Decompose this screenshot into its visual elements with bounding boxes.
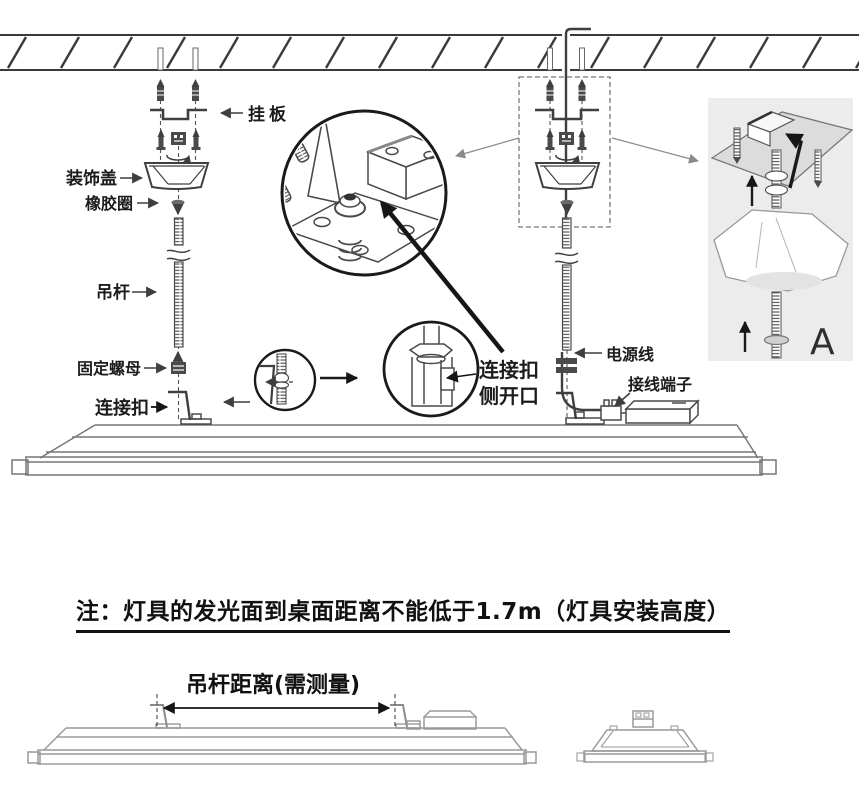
panel-a-screws <box>733 127 822 188</box>
driver-box <box>624 399 700 425</box>
panel-a-rod-upper <box>764 149 789 209</box>
magnify-thick-arrow <box>379 200 505 354</box>
hanging-plate <box>150 108 207 121</box>
rubber-ring-right <box>560 199 574 206</box>
suspension-rod-label: 吊杆 <box>96 283 130 303</box>
end-view-connector <box>632 710 654 728</box>
wiring-terminal-block <box>600 399 626 421</box>
bottom-driver-box <box>406 710 477 730</box>
wall-anchors-left <box>156 79 200 101</box>
rotation-arrow <box>166 154 192 168</box>
ceiling <box>0 34 859 71</box>
buckle-side-opening-label-2: 侧开口 <box>479 384 539 408</box>
rubber-ring-label: 橡胶圈 <box>85 194 133 213</box>
pointer-to-panel-a <box>611 137 699 164</box>
dimension-ticks <box>156 694 396 726</box>
detail-circle-hook <box>253 348 317 412</box>
hanging-plate-label: 挂板 <box>248 104 290 125</box>
ceiling-hatch <box>6 36 859 69</box>
panel-a: A <box>708 98 854 363</box>
rotation-arrow-right <box>555 154 581 168</box>
square-nut-left <box>171 132 186 145</box>
decorative-cover-left <box>143 162 210 190</box>
buckle-side-opening-label-1: 连接扣 <box>479 358 539 382</box>
wall-anchors-right <box>546 79 586 101</box>
decorative-cover-right <box>534 162 601 190</box>
left-assembly <box>143 79 212 425</box>
dimension-label: 吊杆距离(需测量) <box>186 672 360 698</box>
connection-buckle-label: 连接扣 <box>95 397 149 419</box>
detail-circle-main <box>280 109 505 354</box>
suspension-rod-right <box>554 217 579 351</box>
labels-left: 挂板 装饰盖 橡胶圈 吊杆 固定螺母 连接扣 <box>65 104 290 419</box>
rubber-ring-left <box>171 199 185 206</box>
hook-shape <box>259 364 276 405</box>
labels-right: 电源线 接线端子 <box>573 345 692 407</box>
cord-clamps <box>556 358 577 373</box>
pointer-to-circle <box>455 137 520 159</box>
connection-buckle-right <box>556 391 605 425</box>
detail-circle-buckle <box>382 320 480 418</box>
installation-note: 注：灯具的发光面到桌面距离不能低于1.7m（灯具安装高度） <box>76 592 731 633</box>
detail-mount-plate <box>285 192 443 263</box>
bottom-side-view <box>27 694 537 765</box>
light-fixture <box>11 424 777 476</box>
screws-left <box>156 129 201 150</box>
wiring-terminal-arrow <box>614 392 631 407</box>
wiring-terminal-label: 接线端子 <box>628 375 692 394</box>
connection-buckle-left <box>168 390 212 425</box>
hanging-plate-right <box>535 108 599 121</box>
right-assembly <box>518 76 700 425</box>
decorative-cover-label: 装饰盖 <box>65 168 117 189</box>
panel-a-marker: A <box>810 322 835 363</box>
panel-a-slab <box>710 110 854 187</box>
suspension-rod-left <box>166 217 191 348</box>
panel-a-rod-lower <box>763 291 790 359</box>
panel-a-cover <box>713 209 849 292</box>
fixing-nut-left <box>171 362 186 374</box>
screws-right <box>545 129 587 150</box>
square-nut-right <box>559 132 574 145</box>
bottom-end-view <box>576 710 714 763</box>
ceiling-anchor-holes <box>157 47 585 71</box>
side-opening-arrow <box>445 370 477 383</box>
detail-pointer-wedge <box>307 114 341 205</box>
detail-bolt <box>334 193 366 262</box>
power-cord-run <box>560 25 601 412</box>
power-cord-label: 电源线 <box>606 345 654 364</box>
fixing-nut-label: 固定螺母 <box>77 359 141 378</box>
panel-a-bent-arrow <box>785 133 805 189</box>
